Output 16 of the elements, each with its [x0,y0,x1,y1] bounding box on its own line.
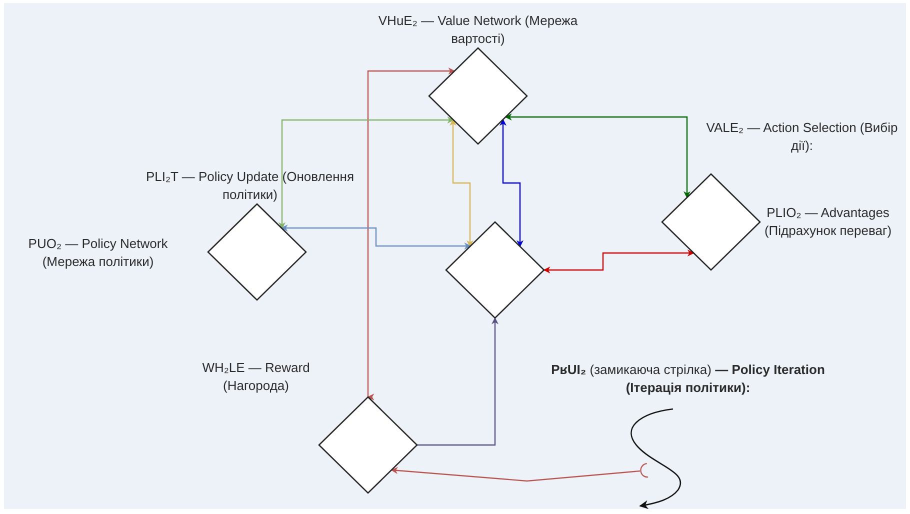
connector-arrow [278,116,454,230]
annotation-text: VHuE₂ — Value Network (Мережа вартості) [377,12,579,48]
connector-arrow [543,250,694,274]
annotation-text: PʁUI₂ (замикаюча стрілка) — Policy Iteration (Ітерація політики): [550,361,826,397]
annotation-text: PUO₂ — Policy Network (Мережа політики) [27,235,169,271]
connector-arrow [500,118,524,248]
annotation-text: VALE₂ — Action Selection (Вибір дії): [705,119,899,155]
connector-arrow [364,68,456,398]
connector-arrow [390,463,649,482]
connector-arrow [280,224,472,250]
connector-arrow [450,118,474,248]
connector-arrow [504,114,690,198]
connector-arrow [417,317,498,446]
annotation-text: WH₂LE — Reward (Нагорода) [201,359,311,395]
annotation-text: PLI₂T — Policy Update (Оновлення політики) [145,168,355,204]
annotation-text: PLIO₂ — Advantages (Підрахунок переваг) [763,204,893,240]
